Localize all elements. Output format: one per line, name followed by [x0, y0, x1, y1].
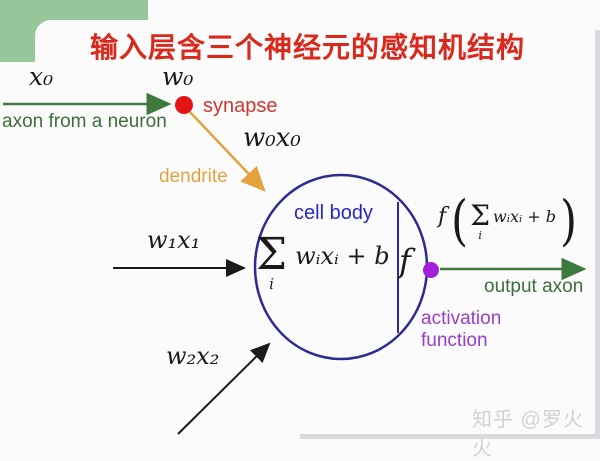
output-formula: f ( Σ i wᵢxᵢ + b )	[438, 190, 579, 252]
left-paren: (	[451, 189, 469, 252]
cell-body-label: cell body	[294, 202, 373, 224]
output-sigma-index: i	[478, 228, 482, 242]
axon-from-neuron-label: axon from a neuron	[2, 111, 167, 132]
sum-formula: Σ i wᵢxᵢ + b	[256, 233, 390, 292]
corner-decoration-card	[35, 20, 148, 62]
w2x2-label: w₂x₂	[166, 342, 220, 370]
output-f-symbol: f	[438, 203, 447, 229]
output-expression: wᵢxᵢ + b	[493, 206, 557, 226]
slide-edge-right	[595, 30, 600, 439]
input-x0-label: x₀	[29, 62, 54, 91]
sigma-index: i	[269, 275, 274, 293]
sigma-symbol: Σ	[256, 229, 288, 280]
output-sigma-symbol: Σ	[470, 198, 491, 232]
output-sigma-with-index: Σ i	[470, 198, 491, 242]
sum-expression: wᵢxᵢ + b	[295, 241, 390, 270]
sigma-with-index: Σ i	[256, 233, 287, 292]
w1x1-label: w₁x₁	[147, 226, 201, 254]
dendrite-arrow	[189, 111, 266, 192]
slide-edge-bottom	[300, 434, 600, 439]
w0x0-label: w₀x₀	[243, 123, 301, 153]
watermark: 知乎 @罗火火	[472, 409, 584, 460]
activation-f-symbol: f	[399, 242, 411, 280]
output-axon-label: output axon	[484, 276, 584, 297]
activation-line1: activation	[421, 308, 502, 329]
weight-w0-label: w₀	[162, 62, 194, 91]
dendrite-label: dendrite	[159, 166, 228, 187]
activation-function-label: activation function	[421, 308, 501, 352]
activation-dot	[423, 262, 439, 278]
right-paren: )	[560, 189, 577, 252]
page-title: 输入层含三个神经元的感知机结构	[89, 33, 525, 64]
synapse-dot	[175, 96, 193, 114]
activation-line2: function	[421, 330, 488, 351]
synapse-label: synapse	[203, 95, 278, 117]
perceptron-diagram	[3, 92, 587, 435]
w2x2-arrow	[177, 342, 271, 435]
